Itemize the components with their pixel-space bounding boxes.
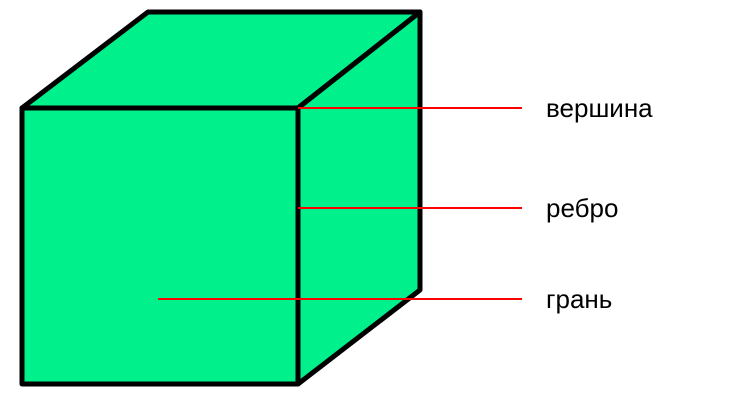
edge-label: ребро (546, 193, 618, 223)
face-label: грань (546, 284, 612, 314)
vertex-label: вершина (546, 93, 653, 123)
cube-front-face (19, 105, 301, 387)
